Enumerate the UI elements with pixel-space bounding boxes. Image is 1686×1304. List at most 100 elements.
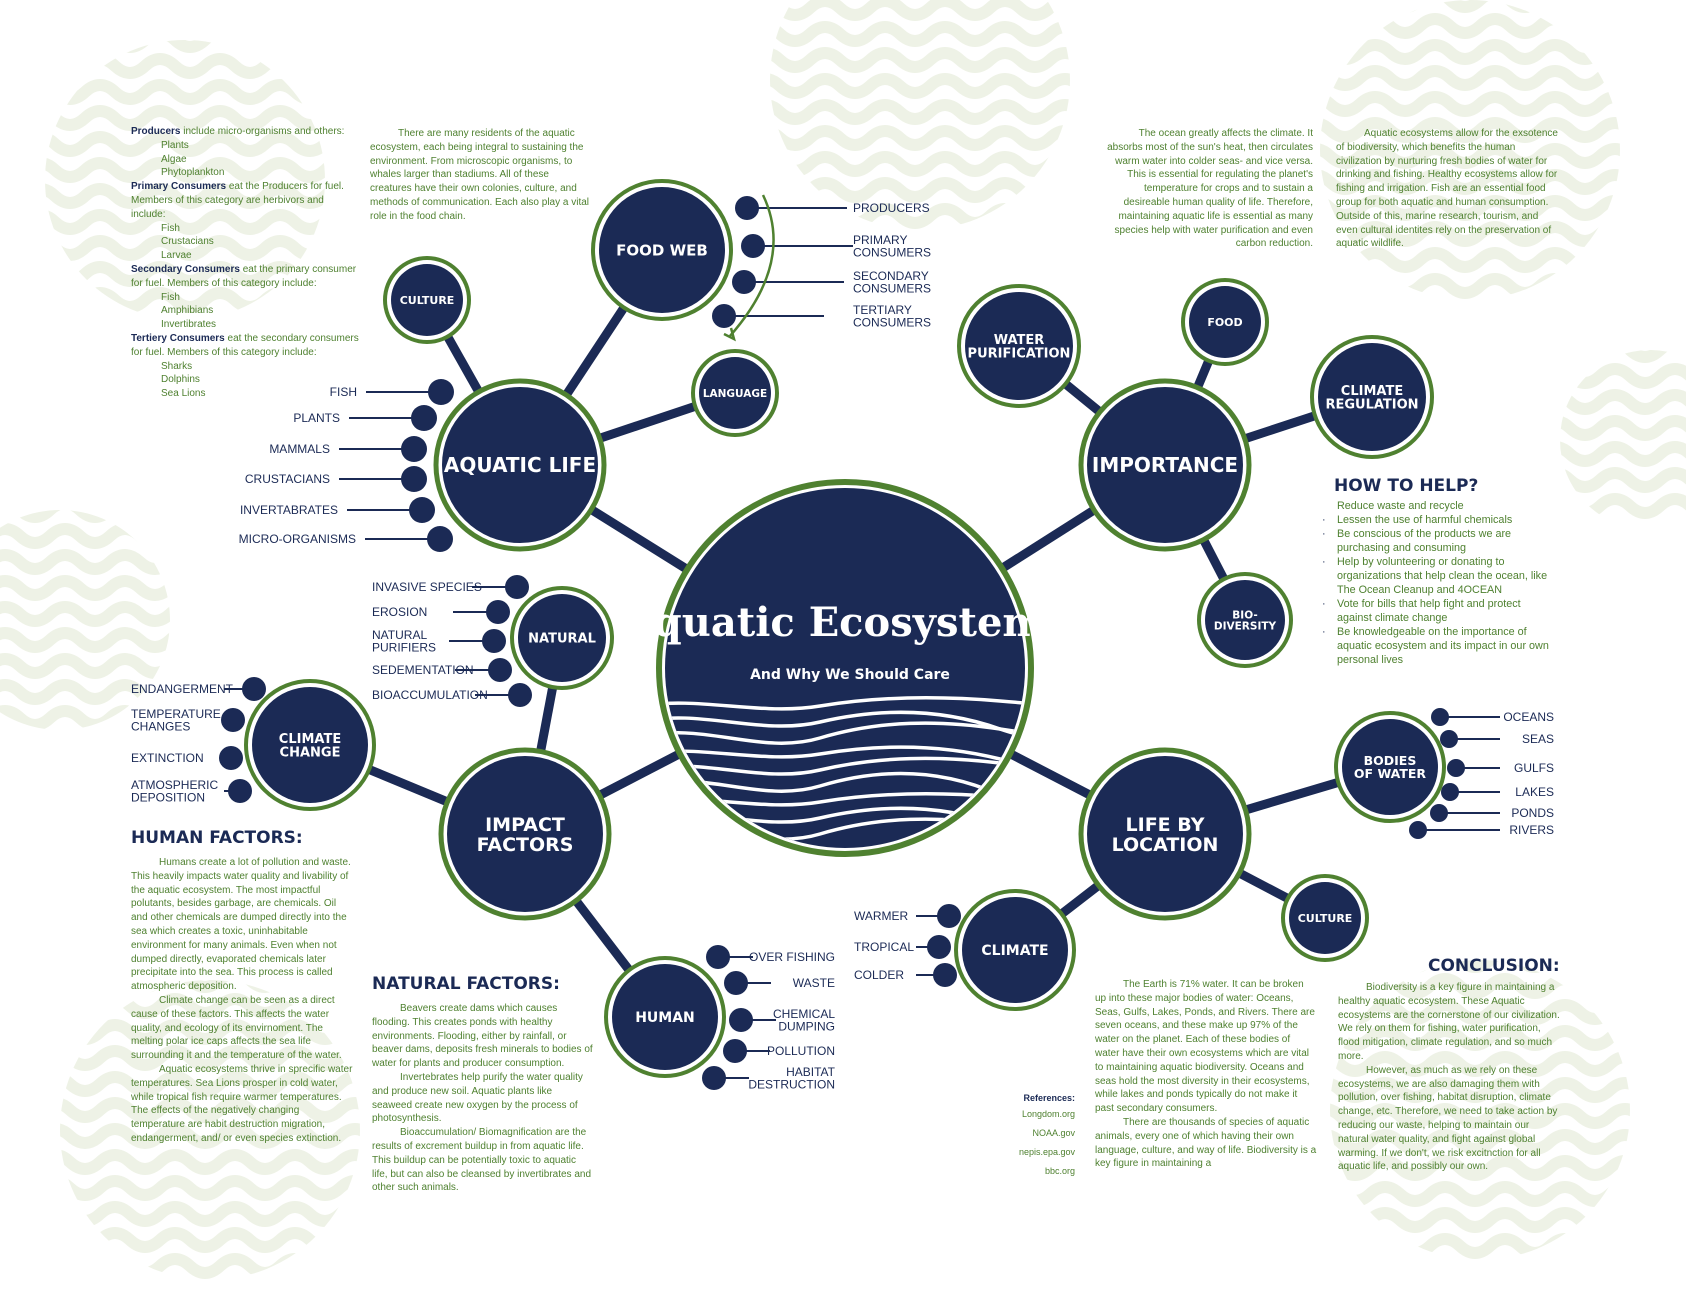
list-item: There are thousands of species of aquati… — [1095, 1116, 1317, 1170]
food-web-item-3-label: CONSUMERS — [853, 315, 931, 329]
climate-change-item-3-dot — [228, 779, 252, 803]
natural-node-label: NATURAL — [528, 632, 596, 647]
list-item: Bioaccumulation/ Biomagnification are th… — [372, 1127, 592, 1194]
wave-line — [665, 710, 1025, 739]
food-web-item-0-label: PRODUCERS — [853, 201, 930, 215]
residents-paragraph: There are many residents of the aquatic … — [370, 128, 589, 222]
human-item-4-label: DESTRUCTION — [748, 1077, 835, 1091]
human-item-0-label: OVER FISHING — [749, 950, 835, 964]
list-item: Crustacians — [161, 236, 214, 248]
list-item: Be conscious of the products we are purc… — [1322, 527, 1554, 555]
primary-heading: Primary Consumers — [131, 181, 227, 193]
list-item: NOAA.gov — [1032, 1128, 1075, 1138]
culture-node-top: CULTURE — [383, 256, 471, 344]
bodies-of-water-node-label: OF WATER — [1354, 766, 1427, 781]
earth-paragraph: The Earth is 71% water. It can be broken… — [1095, 978, 1317, 1171]
climate-tropical-dot — [927, 935, 951, 959]
food-node-label: FOOD — [1207, 316, 1242, 329]
list-item: Larvae — [161, 250, 192, 262]
climate-change-item-3-label: DEPOSITION — [131, 790, 205, 804]
list-item: Humans create a lot of pollution and was… — [131, 857, 351, 993]
bodies-of-water-node-label: BODIES — [1364, 753, 1417, 768]
list-item: Vote for bills that help fight and prote… — [1322, 597, 1554, 625]
food-node: FOOD — [1181, 278, 1269, 366]
natural-item-4-dot — [508, 683, 532, 707]
list-item: Phytoplankton — [161, 167, 225, 179]
food-web-item-2-dot — [732, 270, 756, 294]
aquatic-life-node-label: AQUATIC LIFE — [444, 453, 596, 477]
wave-line — [665, 756, 1025, 776]
bodies-of-water-seas-dot — [1440, 730, 1458, 748]
life-by-location-node-label: LIFE BY — [1126, 814, 1205, 836]
human-item-0-dot — [706, 945, 730, 969]
bodies-of-water-ponds-dot — [1430, 804, 1448, 822]
aquatic-life-crustacians-label: CRUSTACIANS — [245, 472, 330, 486]
food-web-item-1-dot — [741, 234, 765, 258]
culture-node-top-label: CULTURE — [400, 294, 455, 307]
natural-item-1-dot — [486, 600, 510, 624]
biodiversity-node-label: BIO- — [1232, 609, 1257, 621]
natural-item-2-label: NATURAL — [372, 628, 427, 642]
aquatic-life-fish-label: FISH — [330, 385, 357, 399]
climate-warmer-label: WARMER — [854, 909, 909, 923]
references-title: References: — [1023, 1093, 1075, 1103]
aquatic-life-mammals-label: MAMMALS — [269, 442, 330, 456]
center-subtitle: And Why We Should Care — [750, 667, 950, 683]
aquatic-life-micro-organisms-dot — [427, 526, 453, 552]
aquatic-life-plants-label: PLANTS — [293, 411, 340, 425]
consumers-text: Producers include micro-organisms and ot… — [131, 125, 361, 401]
natural-item-3-label: SEDEMENTATION — [372, 663, 474, 677]
list-item: Algae — [161, 153, 187, 165]
list-item: Invertebrates help purify the water qual… — [372, 1071, 583, 1125]
bodies-of-water-oceans-label: OCEANS — [1503, 710, 1554, 724]
bodies-of-water-gulfs-dot — [1447, 759, 1465, 777]
list-item: Plants — [161, 139, 189, 151]
human-item-4-dot — [702, 1066, 726, 1090]
climate-change-item-1-label: TEMPERATURE — [131, 707, 221, 721]
center-title: Aquatic Ecosystems — [622, 599, 1068, 646]
aquatic-life-plants-dot — [411, 405, 437, 431]
ocean-climate-paragraph: The ocean greatly affects the climate. I… — [1107, 128, 1313, 250]
climate-warmer-dot — [937, 904, 961, 928]
list-item: Sea Lions — [161, 388, 206, 400]
bodies-of-water-lakes-label: LAKES — [1515, 785, 1554, 799]
natural-item-2-label: PURIFIERS — [372, 640, 436, 654]
food-web-item-1-label: CONSUMERS — [853, 245, 931, 259]
climate-change-item-1-label: CHANGES — [131, 719, 190, 733]
human-item-1-dot — [724, 971, 748, 995]
conclusion-title: CONCLUSION: — [1428, 956, 1560, 976]
list-item: Fish — [161, 222, 180, 234]
bodies-of-water-gulfs-label: GULFS — [1514, 761, 1554, 775]
natural-factors-title: NATURAL FACTORS: — [372, 974, 560, 994]
food-web-arrow — [729, 194, 775, 337]
human-item-3-label: POLLUTION — [767, 1044, 835, 1058]
primary-desc: eat the Producers for fuel. Members of t… — [131, 181, 344, 220]
food-web-item-3-label: TERTIARY — [853, 303, 912, 317]
natural-item-4-label: BIOACCUMULATION — [372, 688, 488, 702]
wave-line — [665, 771, 1025, 807]
tertiary-desc: eat the secondary consumers for fuel. Me… — [131, 332, 359, 358]
aquatic-life-invertabrates-dot — [409, 497, 435, 523]
climate-change-item-2-dot — [219, 746, 243, 770]
language-node-label: LANGUAGE — [703, 388, 767, 400]
list-item: Aquatic ecosystems thrive in sprecific w… — [131, 1063, 353, 1144]
human-item-2-label: CHEMICAL — [773, 1007, 835, 1021]
natural-item-2-dot — [482, 629, 506, 653]
impact-factors-node-label: FACTORS — [477, 834, 574, 856]
human-node: HUMAN — [604, 956, 726, 1078]
climate-regulation-node-label: REGULATION — [1325, 398, 1418, 413]
climate-tropical-label: TROPICAL — [854, 940, 914, 954]
arrow-head-icon — [723, 327, 736, 342]
culture-node-bottom-label: CULTURE — [1298, 912, 1353, 925]
life-by-location-node-label: LOCATION — [1112, 834, 1219, 856]
